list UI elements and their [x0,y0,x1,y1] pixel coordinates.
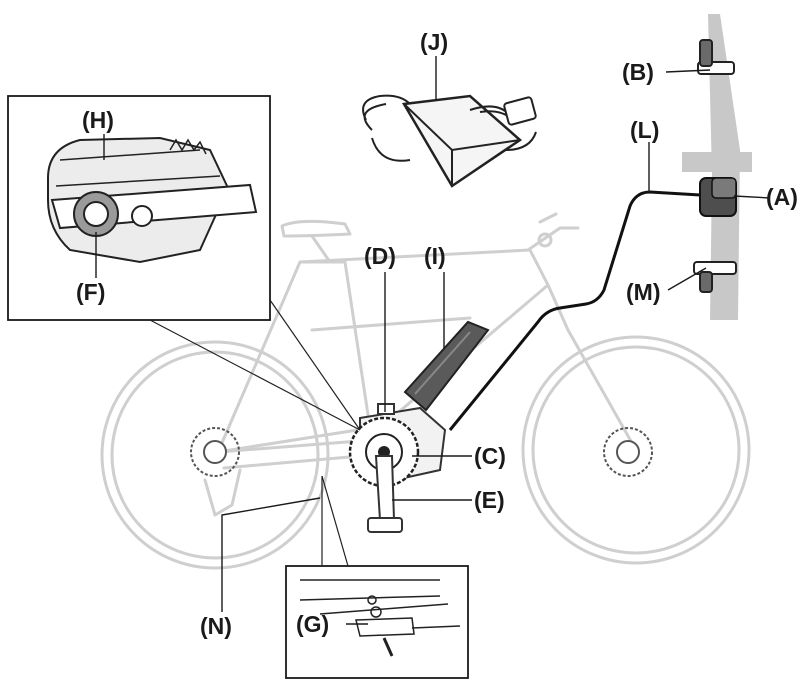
fork [546,283,638,452]
seat [280,219,352,238]
battery [403,320,490,412]
shift-switch-upper [697,39,735,75]
pedal [367,517,403,533]
callout-b: (B) [622,59,654,85]
electric-wire [448,190,701,431]
shift-switch-lower [693,261,737,293]
rear-wheel [100,340,330,570]
battery-charger [362,94,537,188]
front-hub [603,427,653,477]
callout-j: (J) [420,29,448,55]
sensor-inset [299,579,461,657]
handlebar-detail [682,14,752,320]
leader-lines [95,56,771,625]
frame [216,260,372,454]
front-wheel [521,335,751,565]
callout-a: (A) [766,184,798,210]
callout-m: (M) [626,279,660,305]
crank-arm [367,455,403,533]
bicycle-outline [100,212,751,570]
callout-g: (G) [296,611,329,637]
callout-f: (F) [76,279,105,305]
drive-unit [348,406,447,488]
speed-sensor [377,403,395,415]
callout-d: (D) [364,243,396,269]
controller-display [699,177,737,217]
callout-h: (H) [82,107,114,133]
callout-i: (I) [424,243,446,269]
rear-hub [190,427,240,477]
callout-e: (E) [474,487,505,513]
callout-c: (C) [474,443,506,469]
drive-unit-inset [47,136,258,264]
callout-l: (L) [630,117,659,143]
callout-n: (N) [200,613,232,639]
